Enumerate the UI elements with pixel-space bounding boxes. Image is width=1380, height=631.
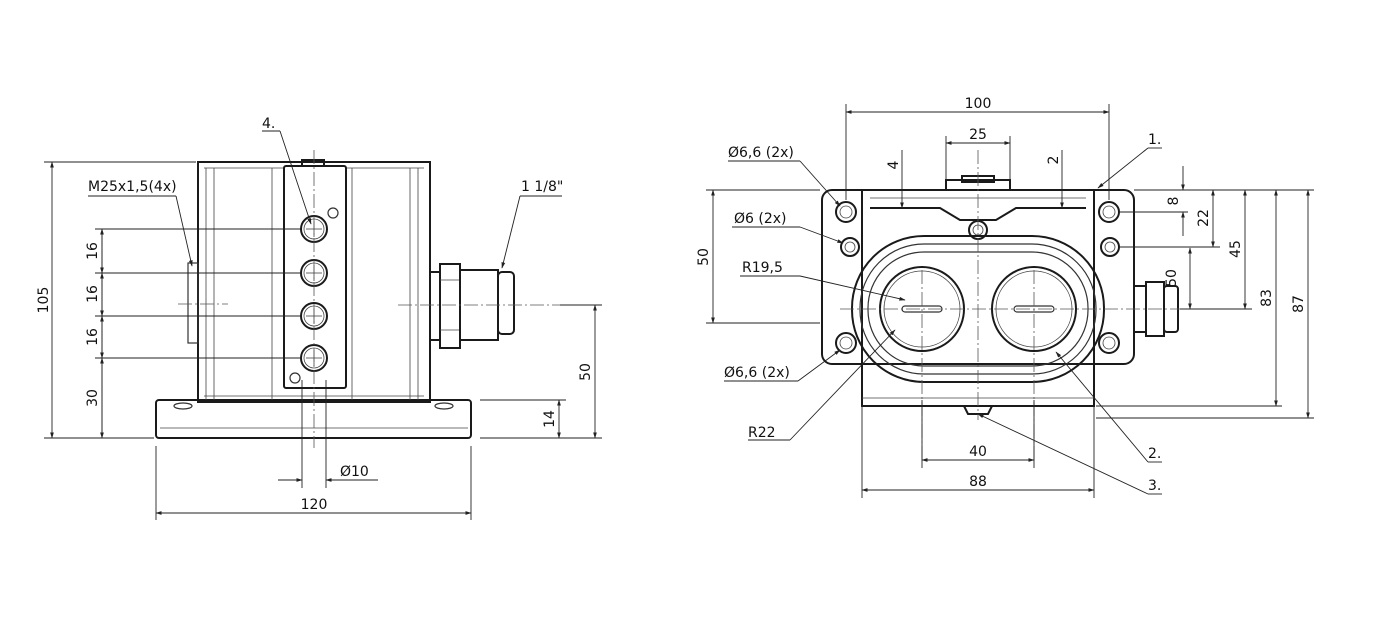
callout-4: 4. <box>262 116 275 132</box>
dim-50-right: 50 <box>1164 269 1180 287</box>
dim-25: 25 <box>969 127 987 143</box>
radius-195-label: R19,5 <box>742 260 783 276</box>
base-plate <box>155 399 472 439</box>
radius-22-label: R22 <box>748 425 776 441</box>
mount-hole-br <box>1098 332 1120 354</box>
dim-50-left: 50 <box>696 248 712 266</box>
dim-45: 45 <box>1228 240 1244 258</box>
dim-105: 105 <box>36 287 52 314</box>
dim-16-c: 16 <box>85 328 101 346</box>
dim-87: 87 <box>1291 295 1307 313</box>
mount-hole-bl <box>835 332 857 354</box>
callout-1: 1. <box>1148 132 1161 148</box>
side-view: 105 16 16 16 30 M25x1,5(4x) 4. 1 1/8" 50… <box>36 116 602 520</box>
hole-6-label: Ø6 (2x) <box>734 211 787 227</box>
mount-hole-mr <box>1100 237 1120 257</box>
dim-22: 22 <box>1196 209 1212 227</box>
dim-100: 100 <box>965 96 992 112</box>
dim-88: 88 <box>969 474 987 490</box>
dim-30: 30 <box>85 389 101 407</box>
hole-66-top-label: Ø6,6 (2x) <box>728 145 794 161</box>
dim-8: 8 <box>1166 197 1182 206</box>
mount-hole-tr <box>1098 201 1120 223</box>
cable-gland <box>429 263 515 349</box>
callout-2: 2. <box>1148 446 1161 462</box>
dim-40: 40 <box>969 444 987 460</box>
dim-16-a: 16 <box>85 242 101 260</box>
pushbutton-panel <box>283 165 347 389</box>
thread-label: M25x1,5(4x) <box>88 179 177 195</box>
callout-3: 3. <box>1148 478 1161 494</box>
dim-2: 2 <box>1046 156 1062 165</box>
top-view: 100 25 4 2 Ø6,6 (2x) Ø6 (2x) R19,5 Ø6,6 … <box>696 96 1314 498</box>
pushbutton-right <box>991 266 1077 352</box>
hole-66-bottom-label: Ø6,6 (2x) <box>724 365 790 381</box>
dim-83: 83 <box>1259 289 1275 307</box>
mount-hole-tl <box>835 201 857 223</box>
dim-50-axis: 50 <box>578 363 594 381</box>
dim-4: 4 <box>886 160 902 169</box>
mount-hole-ml <box>840 237 860 257</box>
dim-14: 14 <box>542 410 558 428</box>
conduit-label: 1 1/8" <box>521 179 563 195</box>
dim-diameter-10: Ø10 <box>340 464 369 480</box>
dim-16-b: 16 <box>85 285 101 303</box>
dim-120: 120 <box>301 497 328 513</box>
